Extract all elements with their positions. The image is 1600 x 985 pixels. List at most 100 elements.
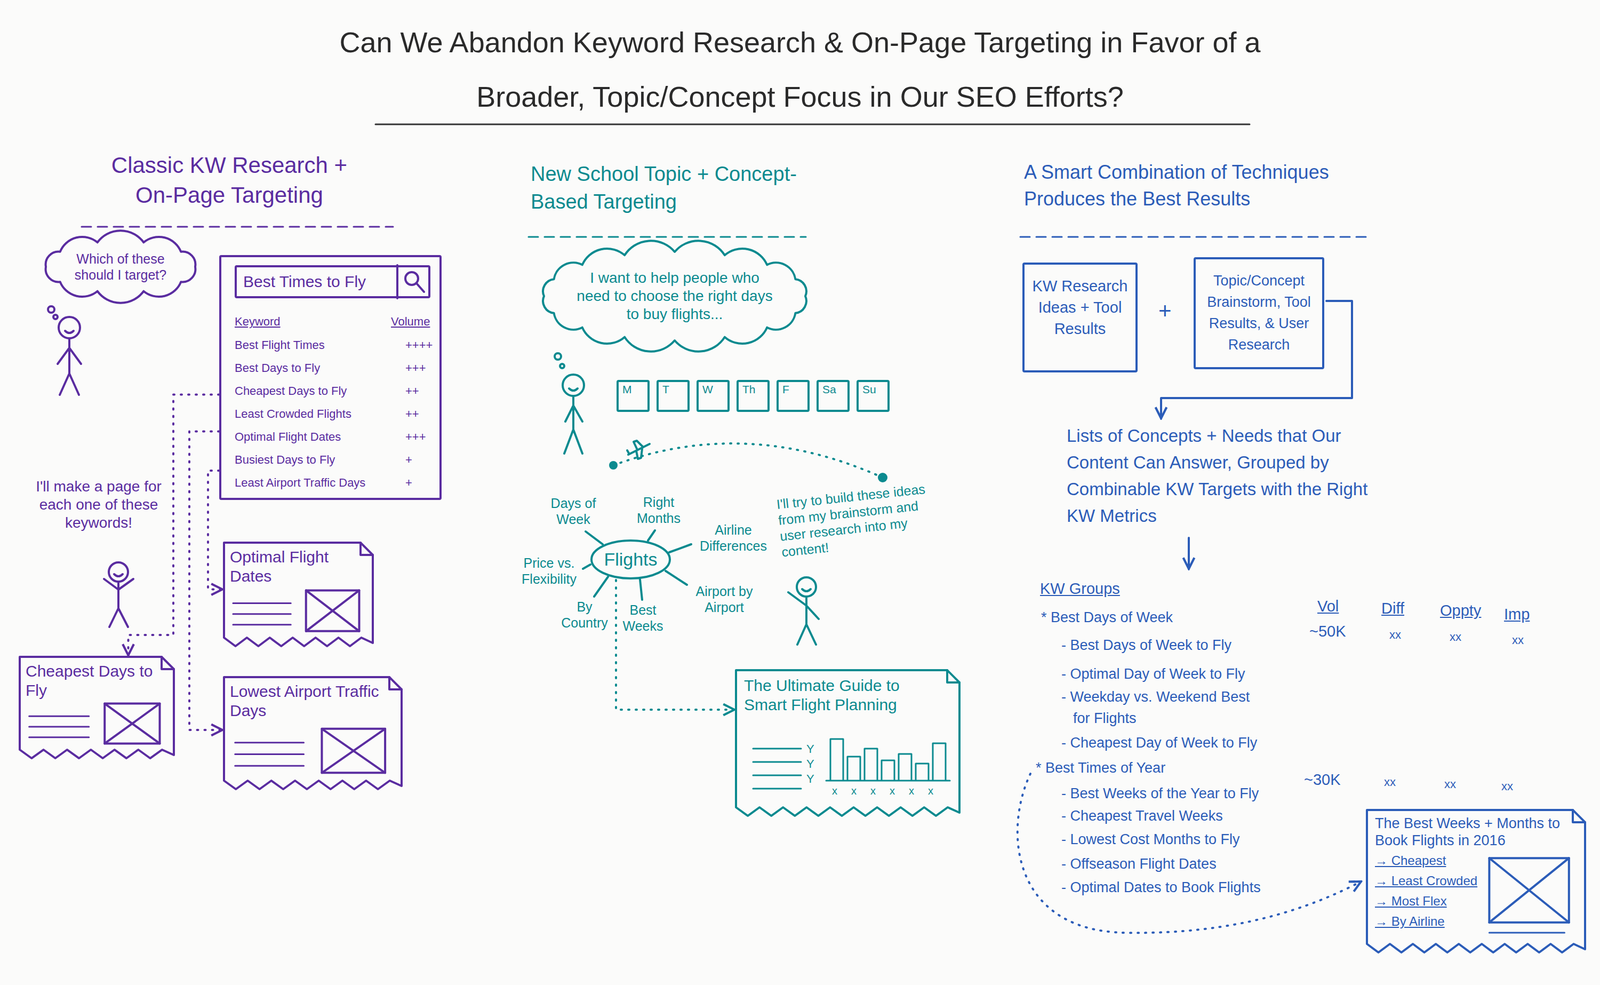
- annotation-label: +: [1158, 296, 1172, 325]
- annotation-label: Y: [806, 771, 815, 787]
- stick-figure: [104, 562, 134, 627]
- annotation-label: I'll make a page for each one of these k…: [32, 477, 166, 532]
- node-text: F: [782, 382, 806, 396]
- stick-figure: [48, 306, 82, 395]
- dotted-connector: [128, 394, 220, 655]
- node-text: Best Days to Fly: [234, 360, 320, 376]
- page-outline: [1366, 809, 1586, 952]
- node-text: Keyword: [234, 313, 281, 330]
- annotation-label: x: [851, 784, 857, 798]
- annotation-label: x: [908, 784, 915, 798]
- node-text: Optimal Flight Dates: [234, 428, 341, 445]
- text-box: Su: [856, 379, 890, 412]
- text-box: M: [616, 379, 650, 412]
- annotation-label: Right Months: [629, 493, 688, 526]
- annotation-label: Price vs. Flexibility: [513, 554, 586, 587]
- cloud-outline: [45, 230, 196, 303]
- annotation-label: xx: [1449, 629, 1462, 645]
- dotted-connector: [616, 579, 735, 710]
- annotation-label: - Optimal Day of Week to Fly: [1061, 664, 1246, 683]
- annotation-label: Imp: [1504, 604, 1530, 624]
- node-text: Optimal Flight Dates: [229, 547, 354, 586]
- node-text: I want to help people who need to choose…: [576, 268, 774, 324]
- annotation-label: Y: [806, 741, 815, 757]
- text-box: KeywordVolumeBest Flight Times++++Best D…: [219, 254, 442, 500]
- node-text: ++++: [405, 337, 433, 354]
- node-text: ++: [405, 382, 420, 399]
- mindmap-spoke: [582, 530, 692, 600]
- text-box: Th: [736, 379, 770, 412]
- annotation-label: By Country: [557, 598, 612, 631]
- node-text: KW Research Ideas + Tool Results: [1029, 275, 1131, 340]
- page-fold: [389, 676, 402, 690]
- annotation-label: ~50K: [1309, 621, 1347, 641]
- annotation-label: A Smart Combination of Techniques Produc…: [1024, 158, 1376, 213]
- image-placeholder: [1489, 857, 1569, 923]
- node-text: Busiest Days to Fly: [234, 451, 335, 468]
- text-lines: [1489, 931, 1565, 933]
- node-text: Which of these should I target?: [61, 250, 180, 283]
- node-text: Topic/Concept Brainstorm, Tool Results, …: [1201, 269, 1317, 356]
- node-text: Best Times to Fly: [243, 271, 391, 292]
- annotation-label: Airport by Airport: [684, 582, 765, 615]
- node-text: Sa: [822, 382, 846, 396]
- text-lines: [235, 742, 304, 766]
- page-outline: [19, 656, 174, 758]
- annotation-label: I'll try to build these ideas from my br…: [776, 480, 934, 560]
- annotation-label: Airline Differences: [693, 521, 774, 554]
- text-box: Best Times to Fly: [234, 265, 431, 299]
- image-placeholder: [1489, 857, 1569, 923]
- node-outline: [35, 230, 206, 303]
- node-text: Least Crowded Flights: [234, 405, 352, 422]
- node-text: +++: [405, 428, 427, 445]
- text-box: Sa: [816, 379, 850, 412]
- page-box: Optimal Flight Dates: [222, 540, 375, 648]
- thought-cloud: Which of these should I target?: [35, 230, 206, 303]
- bar-chart: [826, 738, 950, 781]
- stick-figure: [554, 353, 584, 454]
- image-placeholder: [321, 728, 386, 773]
- flight-path: [877, 472, 888, 483]
- annotation-label: KW Groups: [1040, 578, 1120, 598]
- node-text: Flights: [593, 548, 669, 570]
- node-text: Volume: [390, 313, 430, 330]
- dotted-connector: [189, 431, 223, 731]
- node-text: +: [405, 474, 413, 491]
- annotation-label: x: [870, 784, 876, 798]
- down-arrow: [1187, 537, 1190, 569]
- annotation-label: Diff: [1381, 598, 1405, 618]
- annotation-label: Y: [806, 756, 815, 772]
- annotation-label: - Weekday vs. Weekend Best for Flights: [1061, 685, 1270, 729]
- page-box: Lowest Airport Traffic Days: [222, 675, 404, 791]
- diagram-title: Can We Abandon Keyword Research & On-Pag…: [293, 14, 1307, 124]
- annotation-label: - Cheapest Day of Week to Fly: [1061, 733, 1258, 752]
- node-text: Lowest Airport Traffic Days: [229, 681, 382, 720]
- node-text: M: [622, 382, 646, 396]
- annotation-label: * Best Times of Year: [1035, 758, 1166, 777]
- node-text: Su: [862, 382, 886, 396]
- annotation-label: xx: [1389, 627, 1402, 643]
- page-box: Cheapest Days to Fly: [18, 654, 176, 760]
- annotation-label: Lists of Concepts + Needs that Our Conte…: [1066, 422, 1387, 530]
- text-lines: [753, 748, 802, 789]
- image-placeholder: [306, 589, 360, 631]
- mindmap-center: Flights: [589, 538, 672, 580]
- annotation-label: - Lowest Cost Months to Fly: [1061, 829, 1240, 848]
- flight-path: [613, 443, 883, 478]
- text-box: KW Research Ideas + Tool Results: [1022, 262, 1138, 373]
- page-fold: [1572, 809, 1586, 822]
- node-text: +: [405, 451, 413, 468]
- text-lines: [29, 715, 90, 737]
- flight-path: [609, 460, 618, 470]
- ellipse-outline: [591, 540, 670, 579]
- annotation-label: ~30K: [1304, 769, 1341, 789]
- node-text: ++: [405, 405, 420, 422]
- annotation-label: x: [928, 784, 934, 798]
- text-lines: [233, 603, 291, 625]
- page-fold: [161, 656, 174, 669]
- annotation-label: xx: [1384, 774, 1396, 790]
- node-text: → Most Flex: [1374, 892, 1485, 910]
- image-placeholder: [104, 703, 160, 744]
- node-text: Least Airport Traffic Days: [234, 474, 366, 491]
- text-box: W: [696, 379, 730, 412]
